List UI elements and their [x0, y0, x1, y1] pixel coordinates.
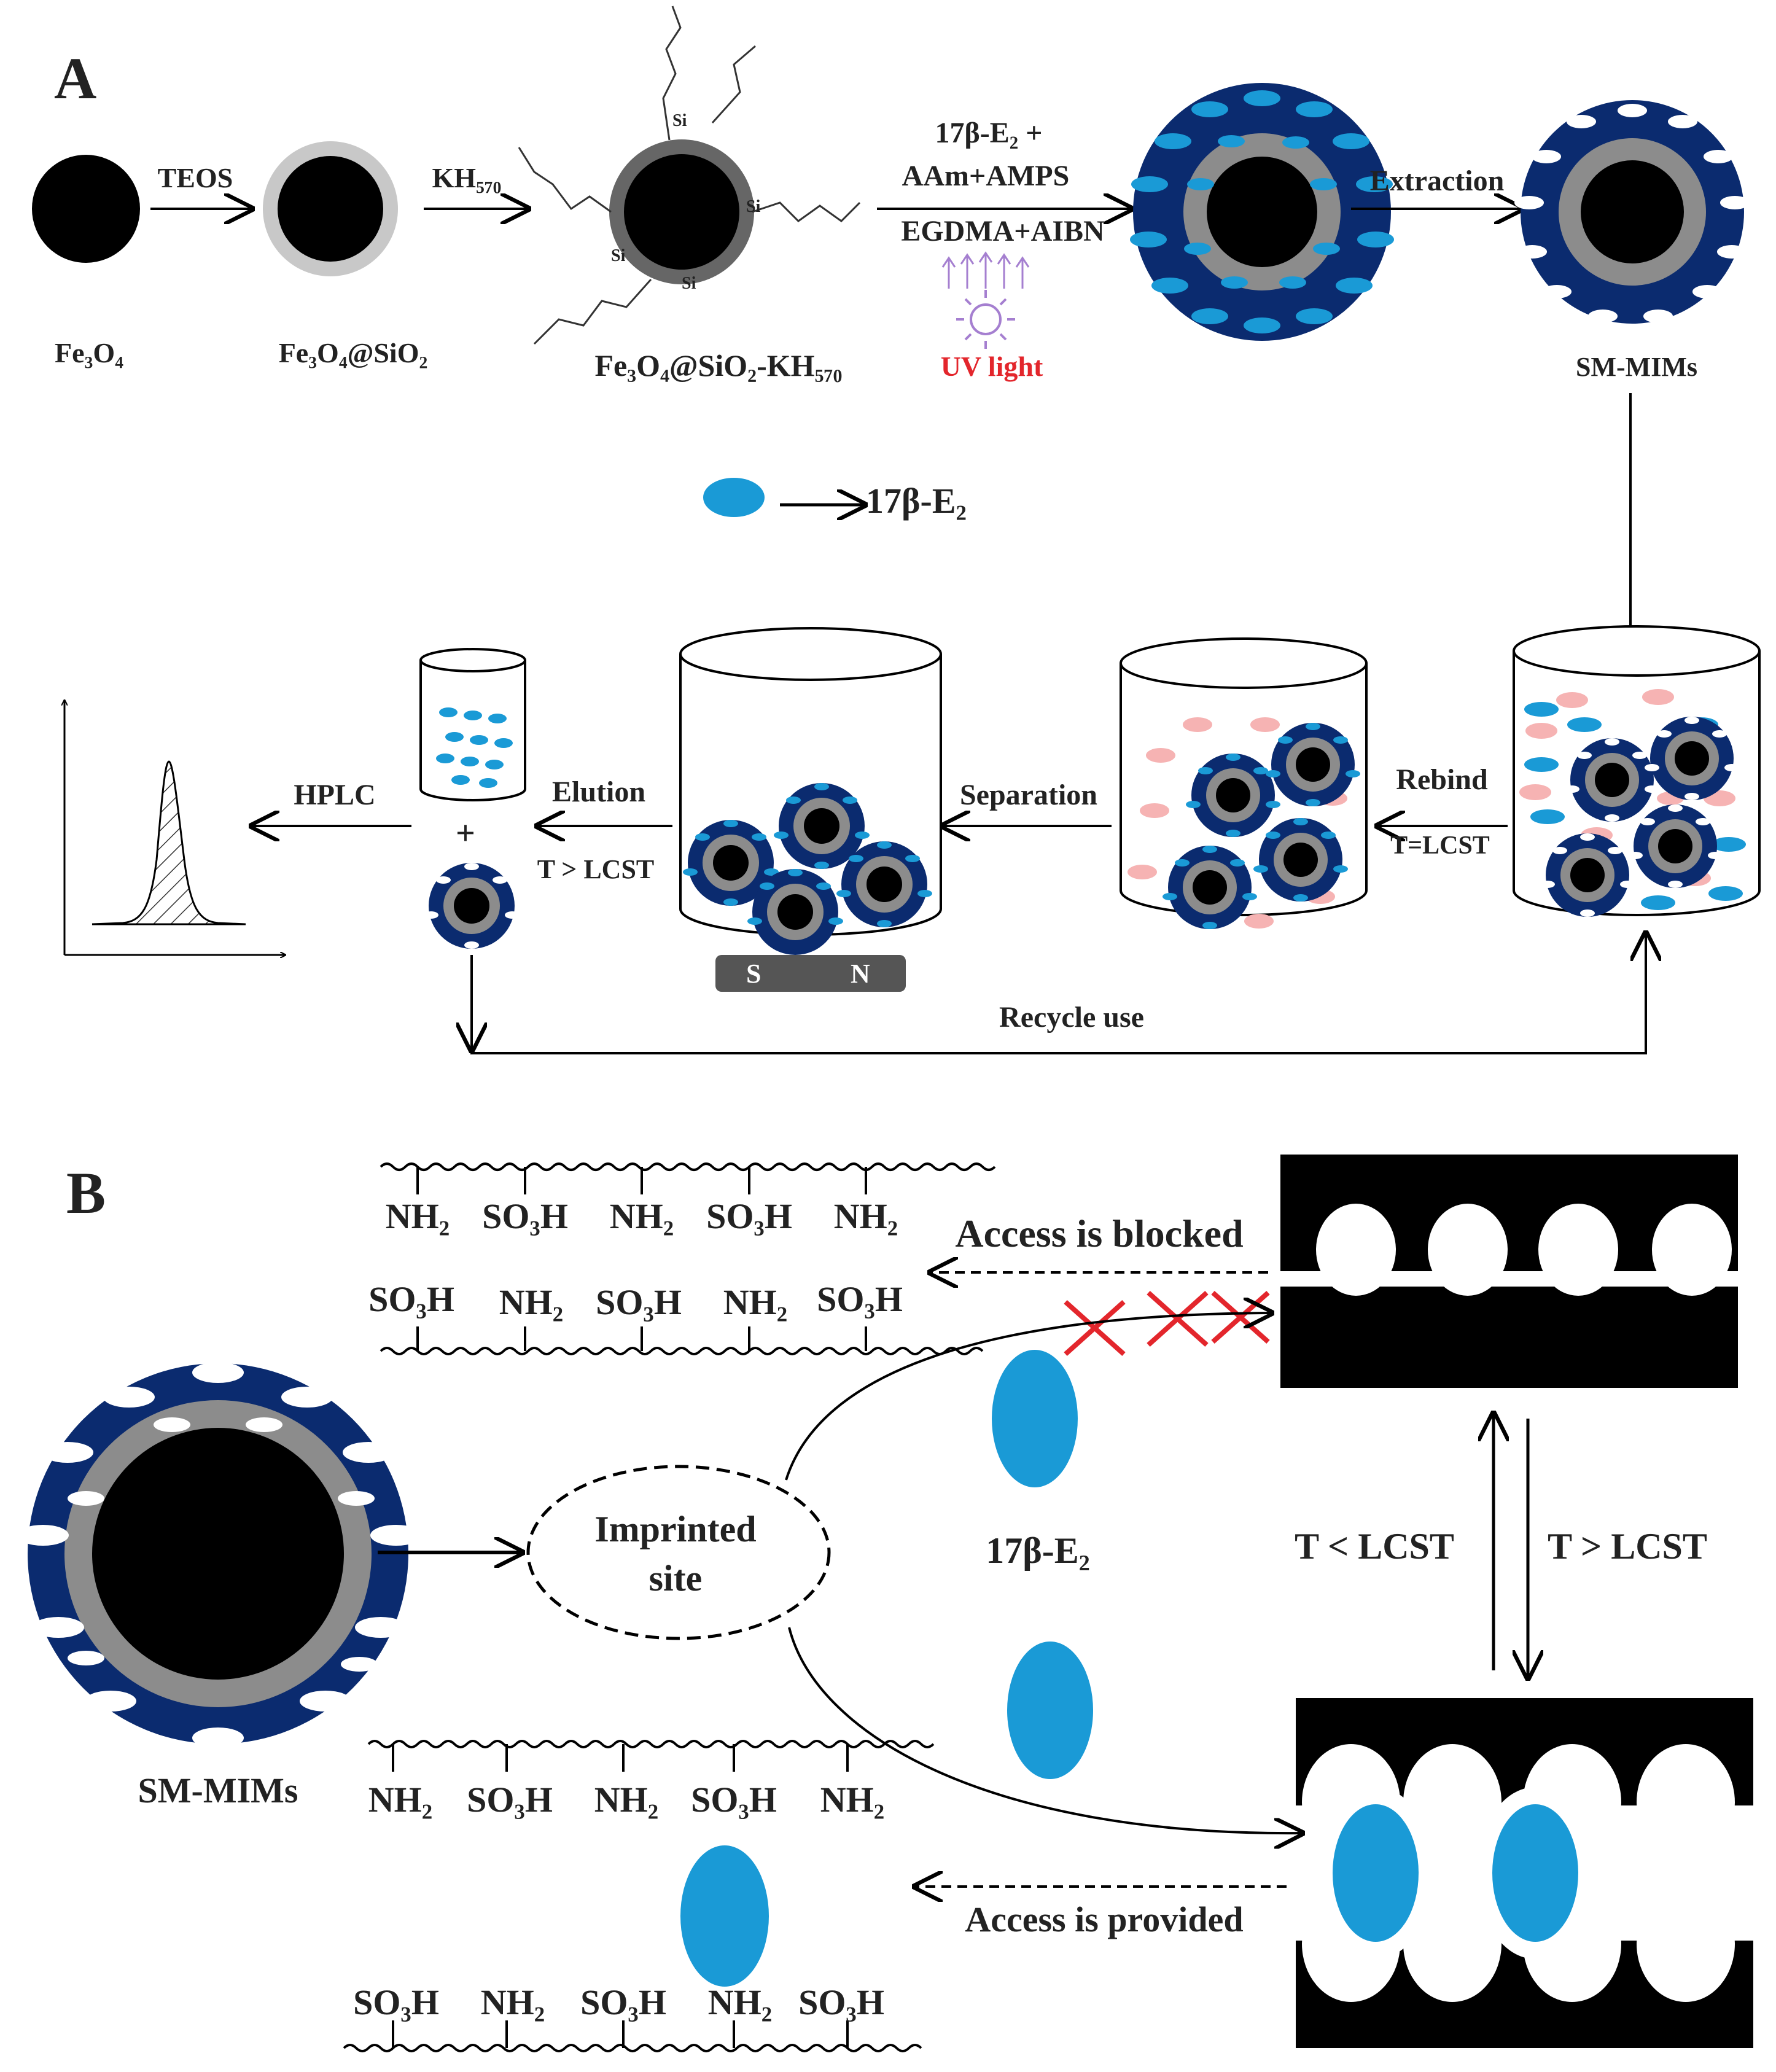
- bottom-group-2-3: SO₃H: [580, 1982, 666, 2022]
- sep-particle-4: [747, 869, 843, 955]
- closed-pore-structure: [1280, 1155, 1738, 1388]
- sm-mims-particle: [1514, 100, 1750, 324]
- recycle-label: Recycle use: [999, 1001, 1144, 1034]
- polymer-chain-top: [380, 1163, 996, 1355]
- top-group-1-1: NH₂: [386, 1196, 450, 1236]
- rebind-particle-1: [1565, 738, 1659, 822]
- blocked-label: Access is blocked: [955, 1212, 1243, 1255]
- bottom-group-1-3: NH₂: [594, 1780, 658, 1820]
- kh570-particle: Si Si Si Si: [518, 6, 861, 345]
- imprinted-particle-with-template: [1130, 83, 1394, 341]
- fe3o4-sio2-core: [278, 156, 383, 262]
- fe3o4-sio2-label: Fe₃O₄@SiO₂: [279, 337, 428, 368]
- bottom-group-2-4: NH₂: [708, 1982, 772, 2022]
- sep-particle-1: [774, 783, 870, 869]
- top-group-2-4: NH₂: [723, 1282, 787, 1322]
- open-pore-structure: [1296, 1698, 1753, 2048]
- analyte-label: 17β-E₂: [986, 1530, 1090, 1571]
- panel-b-label: B: [66, 1160, 106, 1226]
- top-group-1-3: NH₂: [610, 1196, 674, 1236]
- extraction-label: Extraction: [1370, 165, 1505, 197]
- rebind-particle-2: [1645, 717, 1739, 800]
- kh570-particle-label: Fe₃O₄@SiO₂-KH₅₇₀: [594, 348, 842, 383]
- elution-condition: T > LCST: [537, 854, 655, 884]
- uv-arrows: [941, 251, 1030, 289]
- bound-particle-4: [1253, 818, 1348, 902]
- kh570-label: KH₅₇₀: [432, 162, 502, 193]
- bottom-group-2-1: SO₃H: [353, 1982, 439, 2022]
- panel-a-label: A: [54, 45, 96, 111]
- bottom-group-1-4: SO₃H: [691, 1780, 777, 1820]
- chromatogram-plot: [64, 700, 286, 955]
- analyte-molecule-1: [992, 1350, 1078, 1487]
- elution-plus: +: [456, 814, 475, 852]
- uv-sun-icon: [956, 290, 1015, 349]
- fe3o4-label: Fe₃O₄: [55, 337, 123, 368]
- bottom-group-2-5: SO₃H: [798, 1982, 884, 2022]
- rebind-condition: T=LCST: [1390, 832, 1490, 860]
- analyte-molecule-2: [1007, 1642, 1093, 1779]
- rebind-label: Rebind: [1396, 763, 1488, 796]
- sep-particle-2: [683, 820, 779, 906]
- bottom-group-1-1: NH₂: [368, 1780, 432, 1820]
- rebind-particle-3: [1540, 833, 1635, 917]
- sep-particle-3: [836, 841, 932, 927]
- top-group-1-2: SO₃H: [482, 1196, 568, 1236]
- rebind-particle-4: [1628, 804, 1723, 888]
- analyte-molecule-3: [680, 1845, 769, 1987]
- beaker-rebind: [1513, 625, 1761, 917]
- hplc-label: HPLC: [294, 779, 375, 811]
- si-label-1: Si: [672, 111, 687, 130]
- t-high-label: T > LCST: [1548, 1526, 1707, 1567]
- uv-light-label: UV light: [941, 351, 1043, 382]
- sm-mims-label: SM-MIMs: [1576, 352, 1697, 382]
- sm-mims-large-label: SM-MIMs: [138, 1770, 298, 1810]
- top-group-1-5: NH₂: [834, 1196, 898, 1236]
- bound-particle-1: [1186, 754, 1280, 837]
- si-label-2: Si: [746, 197, 761, 216]
- top-group-2-5: SO₃H: [817, 1279, 903, 1319]
- beaker-rebound: [1120, 637, 1368, 929]
- fe3o4-particle: [32, 155, 140, 263]
- si-label-3: Si: [611, 246, 626, 265]
- magnet: [715, 955, 906, 992]
- top-group-2-1: SO₃H: [368, 1279, 454, 1319]
- eluate-vial: [419, 648, 526, 801]
- separation-label: Separation: [960, 779, 1097, 811]
- bottom-group-1-5: NH₂: [820, 1780, 884, 1820]
- magnet-n: N: [851, 959, 870, 989]
- polymer-chain-bottom: [343, 1740, 935, 2052]
- pore-bound-analyte-2: [1492, 1804, 1578, 1942]
- reagent-line2: AAm+AMPS: [902, 160, 1070, 192]
- reagent-line1: 17β-E₂ +: [935, 117, 1042, 149]
- pore-bound-analyte-1: [1333, 1804, 1419, 1942]
- legend-17b-e2-icon: [703, 478, 765, 517]
- curve-to-open: [788, 1627, 1302, 1833]
- top-group-2-3: SO₃H: [596, 1282, 682, 1322]
- beaker-separation: [679, 627, 942, 955]
- recycle-loop: [470, 933, 1646, 1054]
- site-line2: site: [649, 1558, 703, 1599]
- elution-label: Elution: [552, 776, 645, 808]
- bottom-group-2-2: NH₂: [481, 1982, 545, 2022]
- sm-mims-large-particle: [17, 1362, 422, 1748]
- magnet-s: S: [746, 959, 761, 989]
- bottom-group-1-2: SO₃H: [467, 1780, 553, 1820]
- bound-particle-2: [1266, 723, 1360, 806]
- si-label-4: Si: [682, 274, 696, 293]
- teos-label: TEOS: [158, 162, 233, 193]
- site-line1: Imprinted: [594, 1509, 756, 1549]
- curve-to-closed: [785, 1313, 1271, 1481]
- legend-label: 17β-E₂: [866, 481, 967, 521]
- top-group-2-2: NH₂: [499, 1282, 563, 1322]
- t-low-label: T < LCST: [1295, 1526, 1454, 1567]
- reagent-line3: EGDMA+AIBN: [901, 215, 1105, 247]
- provided-label: Access is provided: [965, 1899, 1243, 1939]
- bound-particle-3: [1163, 846, 1257, 929]
- imprinted-site: [526, 1465, 831, 1640]
- top-group-1-4: SO₃H: [706, 1196, 792, 1236]
- recovered-particle: [424, 863, 520, 949]
